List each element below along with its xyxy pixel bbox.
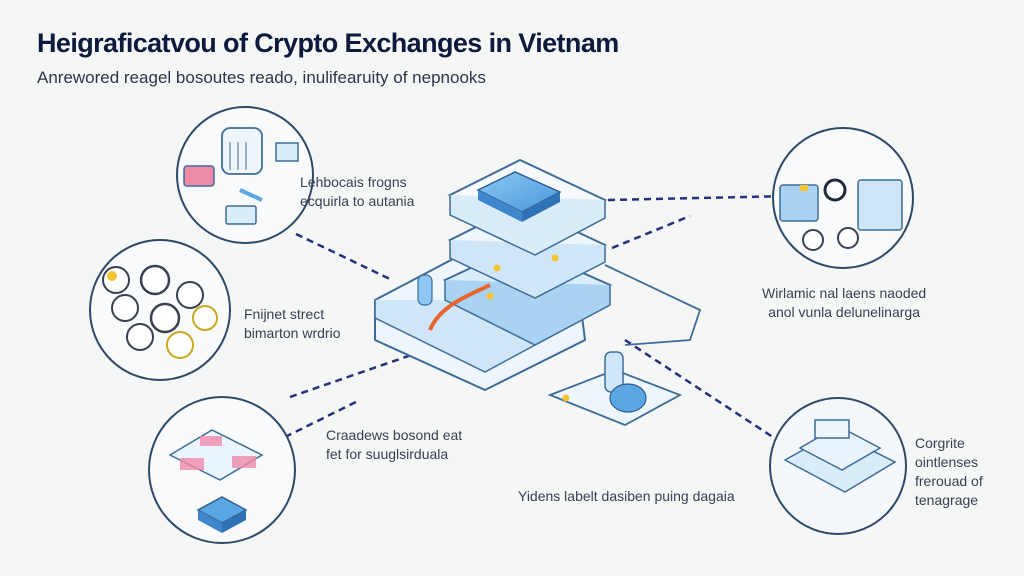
- callout-line: anol vunla delunelinarga: [768, 304, 920, 320]
- callout-line: tenagrage: [915, 492, 979, 508]
- callout-line: Lehbocais frogns: [300, 174, 407, 190]
- page-title: Heigraficatvou of Crypto Exchanges in Vi…: [37, 28, 619, 58]
- callout-line: Corgrite: [915, 435, 965, 451]
- connector-bottom-right: [624, 338, 786, 447]
- vault-security-icon: [176, 106, 314, 244]
- connector-top-left: [295, 232, 393, 282]
- connector-lines: [284, 194, 791, 447]
- center-caption: Yidens labelt dasiben puing dagaia: [518, 488, 735, 504]
- page-subtitle: Anrewored reagel bosoutes reado, inulife…: [37, 68, 486, 87]
- callout-bottom-left-label: Craadews bosond eat fet for suuglsirdual…: [326, 426, 462, 464]
- callout-line: fet for suuglsirduala: [326, 446, 449, 462]
- exchange-hub-icon: [374, 158, 702, 426]
- callout-bottom-right-label: Corgrite ointlenses frerouad of tenagrag…: [915, 434, 983, 510]
- user-devices-icon: [772, 127, 914, 269]
- connector-bottom-left: [284, 398, 361, 439]
- callout-line: Wirlamic nal laens naoded: [762, 285, 927, 301]
- connector-top-right-b: [611, 214, 691, 250]
- callout-line: ecquirla to autania: [300, 193, 415, 209]
- callout-line: bimarton wrdrio: [244, 325, 341, 341]
- callout-line: Fnijnet strect: [244, 306, 325, 322]
- callout-top-left-label: Lehbocais frogns ecquirla to autania: [300, 173, 414, 211]
- callout-mid-left-label: Fnijnet strect bimarton wrdrio: [244, 305, 340, 343]
- connector-top-right-a: [607, 194, 791, 202]
- callout-line: Craadews bosond eat: [326, 427, 463, 443]
- callout-line: ointlenses: [915, 454, 979, 470]
- connector-mid-left: [289, 350, 421, 399]
- layered-blocks-icon: [148, 396, 296, 544]
- stacked-platform-icon: [769, 397, 907, 535]
- coin-network-icon: [89, 239, 231, 381]
- callout-top-right-label: Wirlamic nal laens naoded anol vunla del…: [762, 284, 926, 322]
- callout-line: frerouad of: [915, 473, 983, 489]
